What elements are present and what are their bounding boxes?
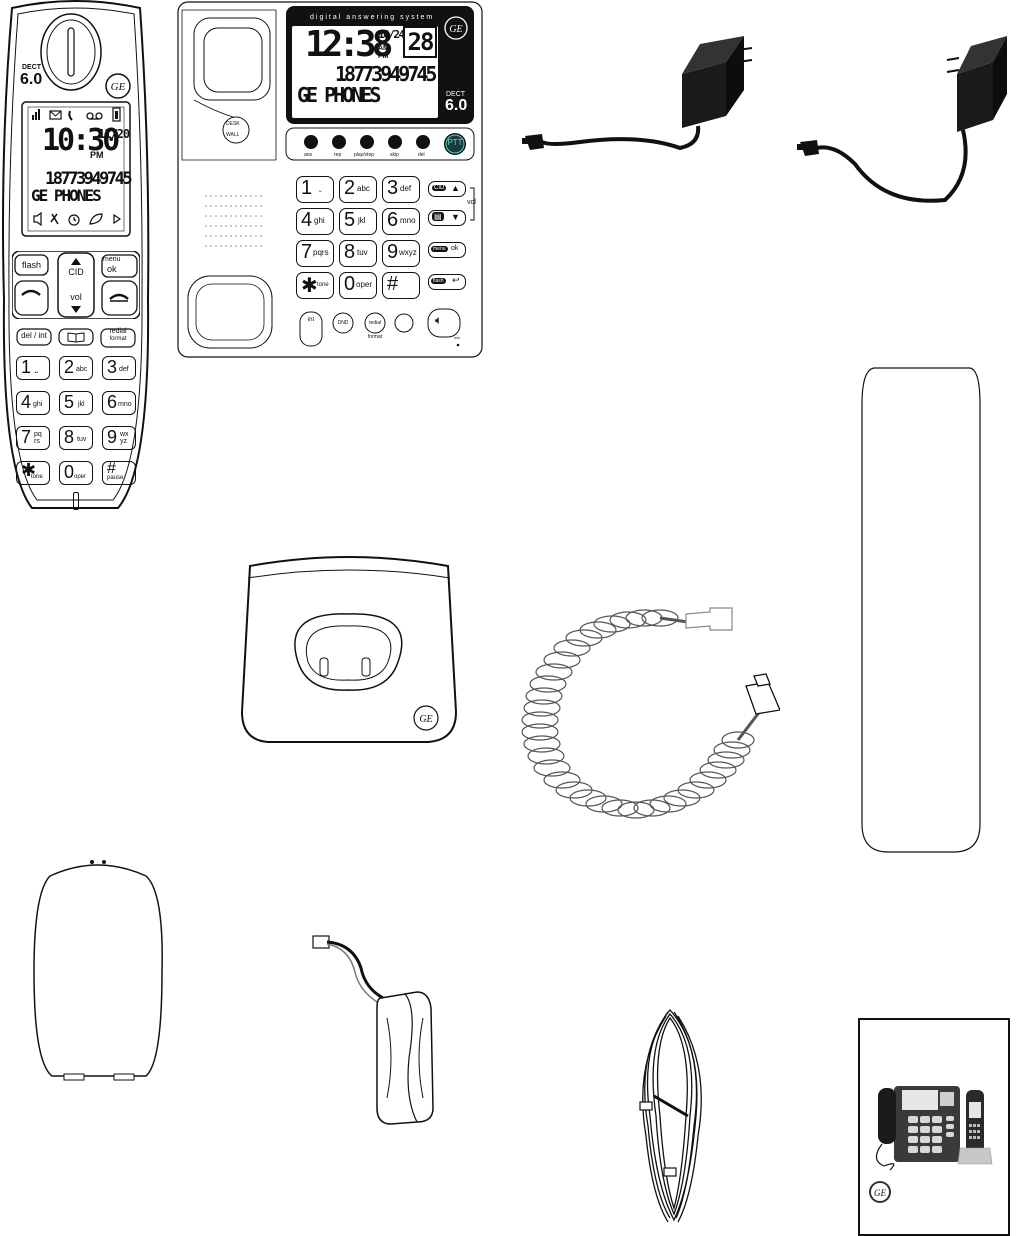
base-ptt-button[interactable]: PTT xyxy=(447,138,463,147)
phonebook-icon: ▤ xyxy=(432,212,444,221)
base-lcd-number: 18773949745 xyxy=(335,62,437,86)
power-adapter xyxy=(520,24,755,204)
handset-lcd-ampm: PM xyxy=(90,150,104,160)
base-dect-label: DECT xyxy=(446,91,466,98)
base-redial-button[interactable]: redial xyxy=(368,320,382,326)
handset-nav-cluster xyxy=(12,251,140,319)
handset-key[interactable]: ✱tone xyxy=(16,460,50,485)
handset-format-label: format xyxy=(109,336,127,342)
base-format-label: format xyxy=(367,334,383,340)
power-adapter xyxy=(795,24,1015,204)
wall-mount-bracket xyxy=(858,364,984,856)
svg-text:GE: GE xyxy=(874,1188,886,1198)
coiled-handset-cord xyxy=(510,590,780,840)
base-lcd-message-count: 28 xyxy=(403,26,437,58)
battery-pack xyxy=(305,928,465,1128)
handset-redial-button[interactable]: redial xyxy=(109,328,127,335)
handset-lcd-date: 11/20 xyxy=(98,127,130,141)
del-label[interactable]: del xyxy=(418,152,425,158)
handset-key[interactable]: #pause xyxy=(102,460,136,485)
base-speaker-icon[interactable]: 🔈︎ xyxy=(435,313,443,327)
base-wall-label: WALL xyxy=(226,132,240,138)
play-stop-label[interactable]: play/stop xyxy=(354,152,375,158)
handset-dect-version: 6.0 xyxy=(20,71,43,88)
base-lcd-pm: PM xyxy=(378,53,389,60)
handset-charger: GE xyxy=(238,552,460,748)
user-guide-booklet: GE xyxy=(858,1018,1010,1236)
telephone-line-cord xyxy=(630,1006,720,1226)
handset-microphone xyxy=(73,492,79,510)
svg-text:GE: GE xyxy=(419,714,432,725)
handset-lcd-icons xyxy=(32,211,128,227)
base-menu-ok-button[interactable]: menu ok xyxy=(428,242,466,258)
base-key[interactable]: 1⎵ xyxy=(296,176,334,203)
base-function-labels: ans rep play/stop skip del xyxy=(296,152,444,160)
base-key[interactable]: # xyxy=(382,272,420,299)
base-lcd-name: GE PHONES xyxy=(297,83,381,107)
handset-cid-button[interactable]: CID xyxy=(68,267,84,277)
base-lcd-am: AM xyxy=(378,45,389,52)
base-key[interactable]: ✱tone xyxy=(296,272,334,299)
base-banner: digital answering system xyxy=(310,14,435,21)
base-flash-button[interactable]: flash ↩ xyxy=(428,274,466,290)
handset-key[interactable]: 1⎵ xyxy=(16,356,50,380)
handset-menu-label[interactable]: menu xyxy=(103,256,121,263)
handset-vol-button[interactable]: vol xyxy=(70,292,82,302)
base-cid-button[interactable]: CID ▲ xyxy=(428,181,466,197)
down-arrow-icon: ▼ xyxy=(451,212,460,222)
handset-ok-label[interactable]: ok xyxy=(107,264,117,274)
base-vol-label: vol xyxy=(467,199,476,206)
handset-dect-label: DECT xyxy=(22,64,42,71)
base-dnd-button[interactable]: DND xyxy=(337,320,349,326)
battery-cover xyxy=(30,852,168,1084)
back-arrow-icon: ↩ xyxy=(452,275,460,285)
skip-label[interactable]: skip xyxy=(390,152,399,158)
handset-lcd-number: 18773949745 xyxy=(45,169,133,189)
base-dect-version: 6.0 xyxy=(445,97,468,114)
base-int-button[interactable]: int xyxy=(307,317,315,323)
handset-del-int-button[interactable]: del / int xyxy=(21,331,47,340)
base-lcd-time: 12:38 xyxy=(305,24,393,65)
svg-text:GE: GE xyxy=(111,81,126,93)
svg-text:GE: GE xyxy=(449,24,462,35)
rep-label[interactable]: rep xyxy=(334,152,342,158)
handset-lcd-name: GE PHONES xyxy=(31,186,102,205)
handset-lcd-time: 10:30 xyxy=(42,123,120,158)
base-lcd-date: 10/24 xyxy=(378,28,405,41)
base-down-button[interactable]: ▤ ▼ xyxy=(428,210,466,226)
handset-flash-button[interactable]: flash xyxy=(21,260,41,270)
base-mic-label: mic xyxy=(454,335,461,340)
base-desk-label: DESK xyxy=(226,121,240,127)
ans-label[interactable]: ans xyxy=(304,152,313,158)
up-arrow-icon: ▲ xyxy=(451,183,460,193)
handset-function-row xyxy=(16,328,136,348)
